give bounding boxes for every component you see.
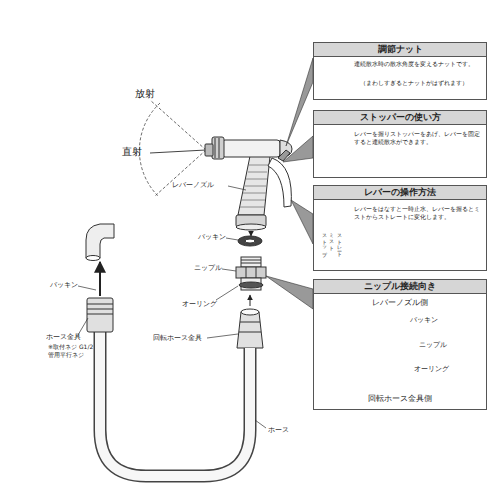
spray-mode: 放射	[135, 88, 155, 100]
part-name: オーリング	[182, 300, 217, 308]
faucet-spout	[86, 256, 100, 261]
lever-position: ストレート	[336, 230, 343, 254]
lever-nozzle	[205, 137, 292, 230]
part-name: パッキン	[410, 316, 480, 324]
callout-box: ニップル接続向きレバーノズル側パッキンニップルオーリング回転ホース金具側	[313, 279, 487, 410]
side-label: レバーノズル側	[314, 298, 486, 308]
callout-heading: 調節ナット	[314, 43, 486, 57]
part-name: オーリング	[414, 365, 484, 373]
part-name: パッキン	[50, 281, 78, 289]
callout-heading: ニップル接続向き	[314, 280, 486, 294]
lever-position: ミスト	[328, 230, 335, 248]
side-label: 回転ホース金具側	[314, 394, 486, 404]
part-name: 回転ホース金具	[153, 334, 202, 342]
part-name: ニップル	[419, 341, 485, 349]
callout-box: ストッパーの使い方レバーを握りストッパーをあげ、レバーを固定すると連続散水ができ…	[313, 110, 487, 178]
part-name: レバーノズル	[172, 181, 214, 189]
callout-heading: ストッパーの使い方	[314, 111, 486, 125]
callout-note: （まわしすぎるとナットがはずれます）	[360, 79, 484, 87]
thread-note: ※取付ネジ G1/2 管用平行ネジ	[48, 343, 94, 358]
part-name: ホース	[268, 426, 289, 434]
callout-box: 調節ナット連続散水時の散水角度を変えるナットです。 （まわしすぎるとナットがはずれ…	[313, 42, 487, 100]
assembly-arrow	[251, 232, 252, 236]
hose-fitting	[87, 298, 113, 332]
lever-position: ストップ	[321, 230, 328, 254]
callout-box: レバーの操作方法レバーをはなすと一時止水、レバーを握るとミストからストレートに変…	[313, 185, 487, 271]
assembly-arrow	[99, 262, 101, 296]
nipple-part	[236, 257, 266, 290]
part-name: ニップル	[194, 264, 222, 272]
spray-mode: 直射	[122, 146, 142, 158]
callout-body: レバーを握りストッパーをあげ、レバーを固定すると連続散水ができます。	[354, 130, 484, 146]
callout-body: レバーをはなすと一時止水、レバーを握るとミストからストレートに変化します。	[354, 205, 484, 221]
faucet-spout	[86, 224, 114, 258]
assembly-arrow	[250, 295, 251, 306]
callout-heading: レバーの操作方法	[314, 186, 486, 200]
packing-washer	[238, 236, 262, 246]
rotating-hose-fitting	[237, 309, 263, 348]
callout-pointers	[266, 58, 313, 309]
part-name: ホース金具	[46, 333, 81, 341]
leader-lines	[78, 186, 266, 428]
part-name: パッキン	[198, 233, 226, 241]
callout-body: 連続散水時の散水角度を変えるナットです。	[354, 60, 484, 68]
hose	[100, 330, 250, 476]
